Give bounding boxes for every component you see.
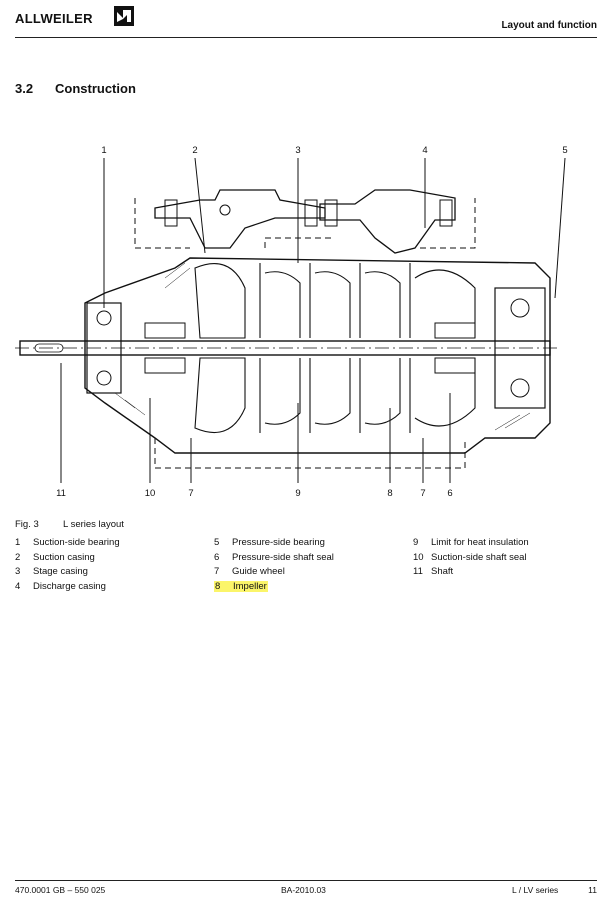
figure-number: Fig. 3: [15, 519, 39, 530]
callout-9: 9: [295, 488, 301, 499]
callout-7a: 7: [188, 488, 194, 499]
company-logo-icon: [114, 6, 134, 26]
footer-doc-number: 470.0001 GB – 550 025: [15, 885, 106, 895]
footer-page-number: 11: [588, 885, 597, 895]
section-title: Construction: [55, 81, 136, 96]
callout-6: 6: [447, 488, 453, 499]
footer-revision: BA-2010.03: [281, 885, 326, 895]
pump-cross-section-drawing: [15, 157, 566, 483]
footer-series: L / LV series: [512, 885, 559, 895]
callout-8: 8: [387, 488, 393, 499]
callout-2: 2: [192, 145, 198, 156]
callout-4: 4: [422, 145, 428, 156]
section-number: 3.2: [15, 81, 34, 96]
callout-5: 5: [562, 145, 568, 156]
header-section-label: Layout and function: [501, 20, 597, 31]
header-rule: [15, 37, 597, 38]
callout-7b: 7: [420, 488, 426, 499]
callout-3: 3: [295, 145, 301, 156]
footer-rule: [15, 880, 597, 881]
figure-title: L series layout: [63, 519, 124, 530]
callout-11: 11: [56, 488, 66, 499]
figure-caption: Fig. 3 L series layout: [15, 519, 124, 530]
brand-name: ALLWEILER: [15, 11, 93, 26]
callout-1: 1: [101, 145, 107, 156]
callout-10: 10: [144, 488, 156, 499]
